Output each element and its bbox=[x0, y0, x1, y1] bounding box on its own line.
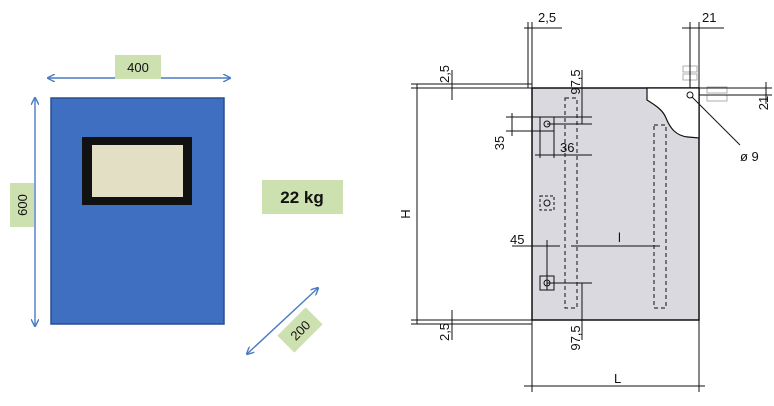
left-rail bbox=[564, 97, 578, 309]
enclosure-overview: 400 600 22 kg 200 bbox=[10, 55, 343, 354]
corner-hole bbox=[686, 91, 694, 99]
hole-diameter-label: ø 9 bbox=[740, 149, 759, 164]
dim-top-right-21: 21 bbox=[702, 10, 716, 25]
label-l: l bbox=[618, 230, 621, 245]
height-label: 600 bbox=[15, 194, 30, 216]
height-label-box bbox=[10, 183, 34, 227]
clamp-ghost-right bbox=[706, 86, 728, 102]
window-glass bbox=[92, 145, 183, 197]
dim-top-inner-97-5: 97,5 bbox=[568, 69, 583, 94]
dim-45: 45 bbox=[510, 232, 524, 247]
dim-left-upper-2-5: 2,5 bbox=[437, 65, 452, 83]
label-L: L bbox=[614, 371, 621, 386]
dim-36: 36 bbox=[560, 140, 574, 155]
mounting-plate-drawing bbox=[411, 22, 772, 392]
weight-label-box bbox=[262, 180, 343, 214]
width-label-box bbox=[115, 55, 161, 79]
mounting-hole-middle bbox=[539, 195, 555, 211]
depth-arrow bbox=[247, 288, 318, 354]
dim-right-21: 21 bbox=[756, 96, 771, 110]
depth-label-box bbox=[277, 307, 323, 353]
dim-left-lower-2-5: 2,5 bbox=[437, 323, 452, 341]
label-H: H bbox=[398, 209, 413, 218]
enclosure-body bbox=[50, 97, 225, 325]
weight-label: 22 kg bbox=[280, 188, 323, 207]
corner-bracket bbox=[646, 87, 700, 139]
dim-bottom-inner-97-5: 97,5 bbox=[568, 325, 583, 350]
dim-top-left-2-5: 2,5 bbox=[538, 10, 556, 25]
dim-35: 35 bbox=[492, 136, 507, 150]
width-label: 400 bbox=[127, 60, 149, 75]
